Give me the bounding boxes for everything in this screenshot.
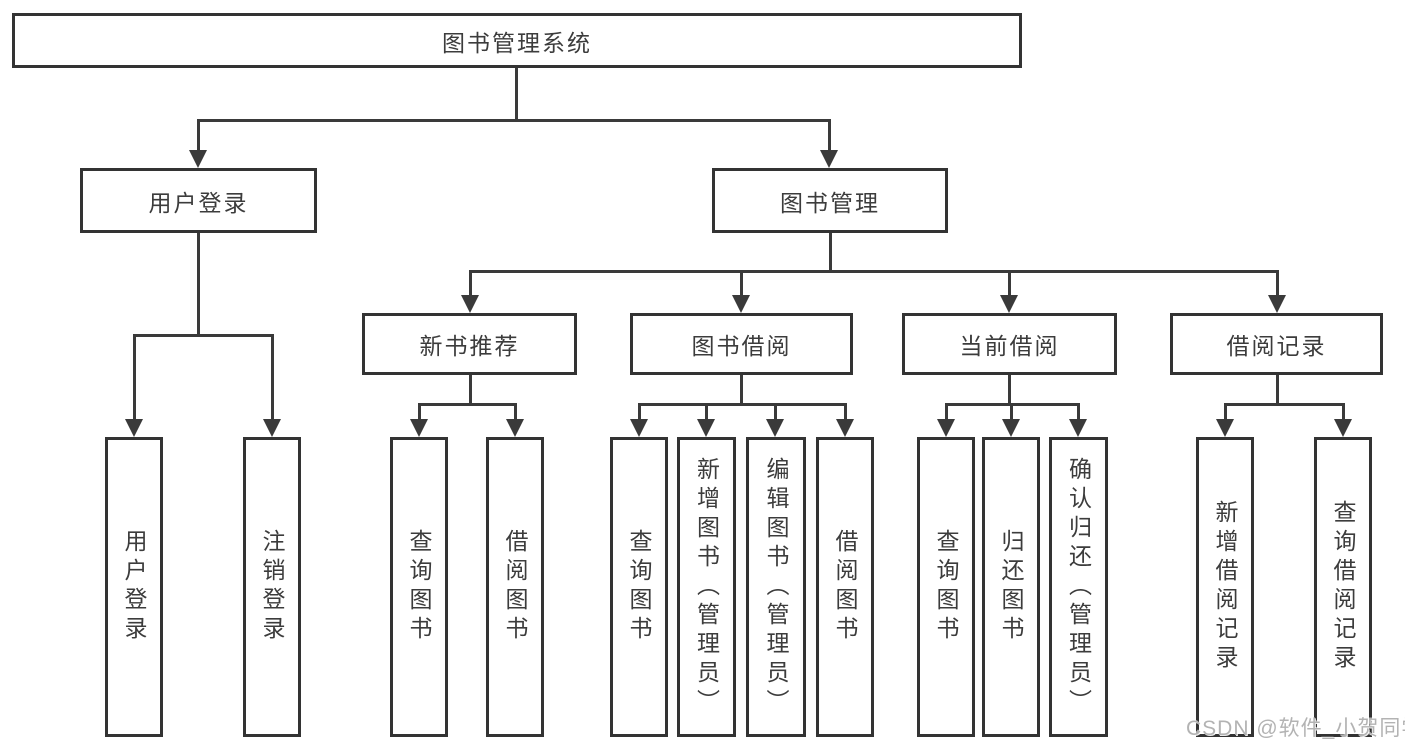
leaf-add-books-admin-label: 新增图书（管理员） [693,456,720,718]
connector-arrow [506,419,524,437]
leaf-borrow-books-2: 借阅图书 [816,437,874,737]
node-user-login-label: 用户登录 [148,189,249,216]
connector-arrow [1069,419,1087,437]
leaf-query-books-2-label: 查询图书 [626,529,652,645]
connector-line [133,334,136,421]
connector-arrow [125,419,143,437]
leaf-query-borrow-record-label: 查询借阅记录 [1330,500,1356,674]
node-new-book-recommend: 新书推荐 [362,313,577,375]
connector-line [514,403,517,422]
node-book-management-label: 图书管理 [780,189,880,216]
connector-arrow [836,419,854,437]
leaf-query-books-2: 查询图书 [610,437,668,737]
csdn-watermark: CSDN @软件_小贺同学 [1186,717,1405,740]
leaf-query-books-3: 查询图书 [917,437,975,737]
connector-arrow [189,150,207,168]
node-user-login: 用户登录 [80,168,317,233]
leaf-query-borrow-record: 查询借阅记录 [1314,437,1372,737]
connector-line [829,233,832,273]
leaf-query-books-1-label: 查询图书 [406,529,432,645]
connector-line [1224,403,1345,406]
connector-arrow [263,419,281,437]
node-borrow-records-label: 借阅记录 [1226,333,1327,359]
connector-arrow [1216,419,1234,437]
connector-line [1276,375,1279,406]
connector-line [515,68,518,121]
node-borrow-records: 借阅记录 [1170,313,1383,375]
connector-line [740,375,743,406]
leaf-return-books-label: 归还图书 [998,529,1024,645]
connector-line [1010,403,1013,422]
connector-line [705,403,708,422]
node-book-borrow: 图书借阅 [630,313,853,375]
connector-arrow [1000,295,1018,313]
connector-line [1276,270,1279,297]
connector-line [418,403,421,422]
connector-line [1077,403,1080,422]
connector-line [133,334,274,337]
connector-line [638,403,847,406]
node-current-borrow-label: 当前借阅 [959,333,1060,359]
connector-line [469,375,472,406]
node-root-label: 图书管理系统 [442,29,592,56]
connector-arrow [732,295,750,313]
connector-line [271,334,274,421]
node-root: 图书管理系统 [12,13,1022,68]
connector-line [197,119,831,122]
leaf-edit-books-admin-label: 编辑图书（管理员） [763,456,789,718]
leaf-return-books: 归还图书 [982,437,1040,737]
leaf-add-borrow-record-label: 新增借阅记录 [1212,500,1238,674]
leaf-edit-books-admin: 编辑图书（管理员） [746,437,806,737]
connector-line [844,403,847,422]
leaf-confirm-return-admin: 确认归还（管理员） [1049,437,1108,737]
node-book-management: 图书管理 [712,168,948,233]
leaf-query-books-1: 查询图书 [390,437,448,737]
leaf-add-borrow-record: 新增借阅记录 [1196,437,1254,737]
connector-arrow [820,150,838,168]
connector-line [1008,375,1011,406]
leaf-borrow-books-2-label: 借阅图书 [832,529,858,645]
connector-line [1342,403,1345,422]
leaf-logout: 注销登录 [243,437,301,737]
connector-line [469,270,472,297]
leaf-borrow-books-1: 借阅图书 [486,437,544,737]
leaf-user-login: 用户登录 [105,437,163,737]
leaf-logout-label: 注销登录 [259,529,285,645]
connector-arrow [410,419,428,437]
connector-line [469,270,1279,273]
leaf-user-login-label: 用户登录 [121,529,147,645]
leaf-query-books-3-label: 查询图书 [933,529,959,645]
node-current-borrow: 当前借阅 [902,313,1117,375]
connector-arrow [1268,295,1286,313]
connector-line [828,119,831,152]
leaf-add-books-admin: 新增图书（管理员） [677,437,736,737]
node-book-borrow-label: 图书借阅 [691,333,792,359]
connector-arrow [1002,419,1020,437]
connector-line [774,403,777,422]
connector-line [638,403,641,422]
connector-arrow [630,419,648,437]
connector-arrow [937,419,955,437]
leaf-confirm-return-admin-label: 确认归还（管理员） [1065,456,1092,718]
connector-line [740,270,743,297]
connector-arrow [461,295,479,313]
connector-line [1224,403,1227,422]
connector-arrow [697,419,715,437]
connector-line [418,403,517,406]
connector-line [945,403,948,422]
connector-line [197,119,200,152]
connector-arrow [766,419,784,437]
connector-line [1008,270,1011,297]
leaf-borrow-books-1-label: 借阅图书 [502,529,528,645]
connector-arrow [1334,419,1352,437]
connector-line [197,233,200,337]
node-new-book-recommend-label: 新书推荐 [419,333,520,359]
